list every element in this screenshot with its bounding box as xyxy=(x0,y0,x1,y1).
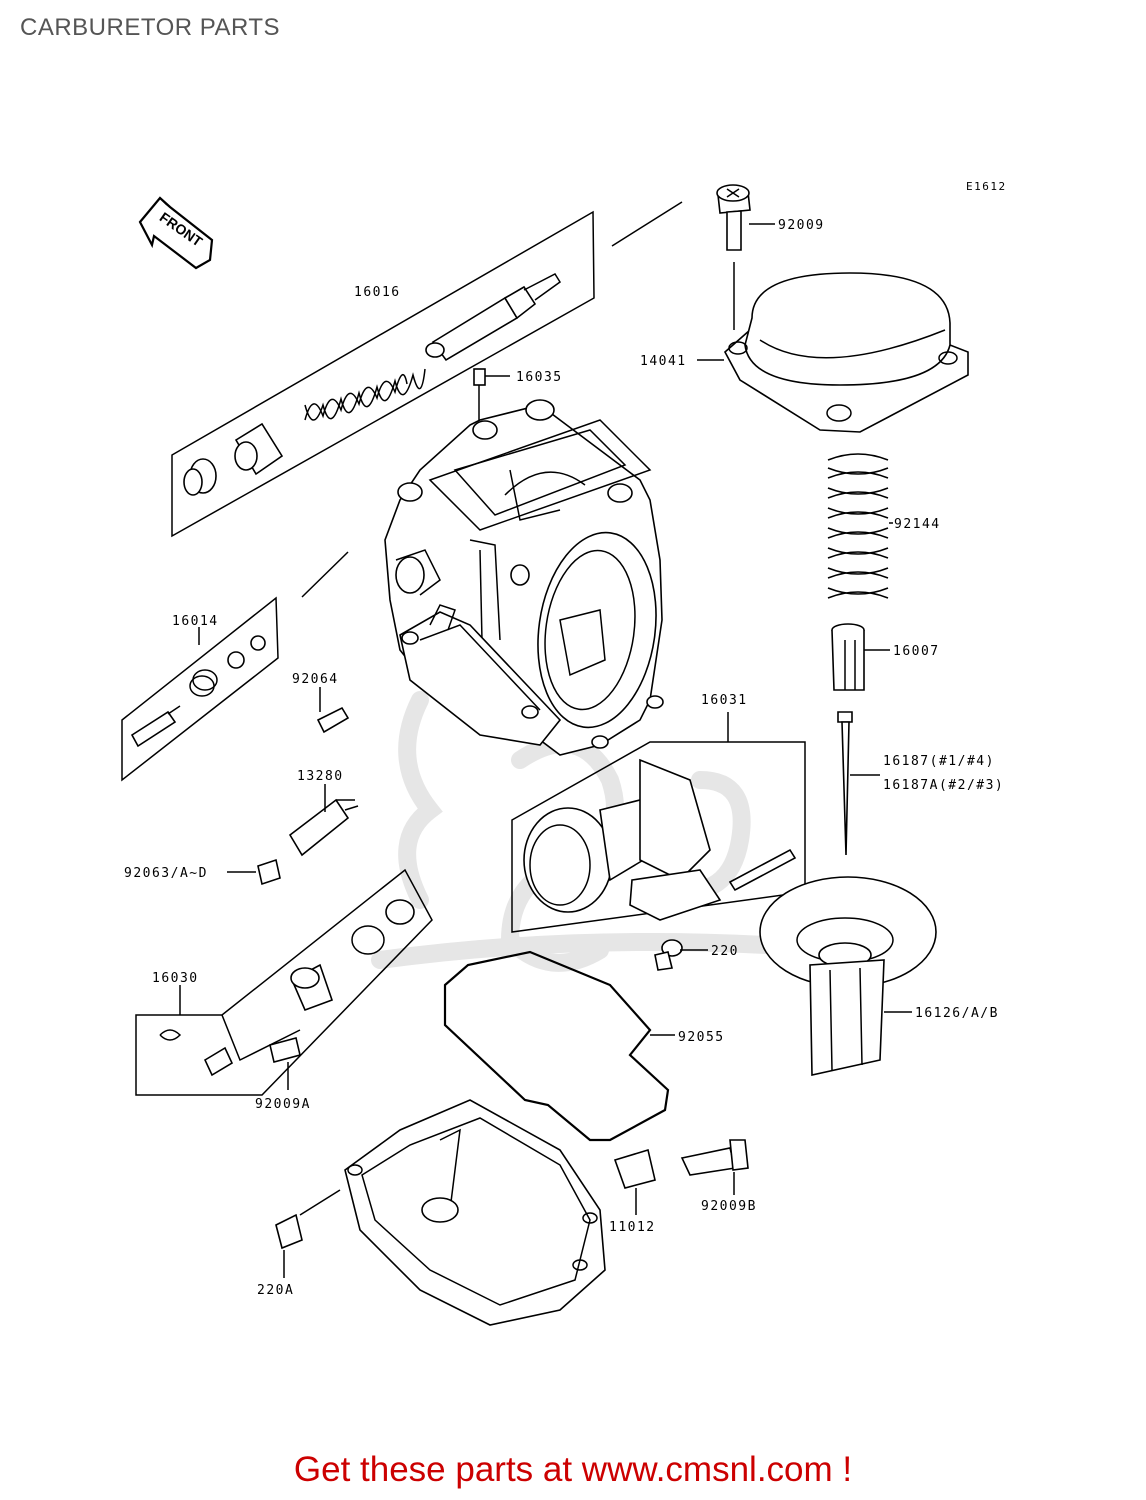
part-16030-assembly xyxy=(135,868,433,1096)
part-16031-assembly xyxy=(511,712,806,933)
part-label-16016: 16016 xyxy=(354,285,401,300)
part-13280 xyxy=(288,784,359,857)
drawing-code: E1612 xyxy=(966,180,1007,193)
part-16126 xyxy=(759,876,937,1076)
part-label-16187: 16187(#1/#4) xyxy=(883,754,995,769)
part-label-220: 220 xyxy=(711,944,739,959)
part-92055 xyxy=(443,950,675,1142)
part-92009a xyxy=(269,1037,301,1090)
part-label-92009b: 92009B xyxy=(701,1199,757,1214)
part-14041 xyxy=(697,272,969,433)
part-label-92009a: 92009A xyxy=(255,1097,311,1112)
part-92063 xyxy=(227,858,281,886)
part-label-16126: 16126/A/B xyxy=(915,1006,999,1021)
part-label-92055: 92055 xyxy=(678,1030,725,1045)
part-label-11012: 11012 xyxy=(609,1220,656,1235)
part-label-92063: 92063/A~D xyxy=(124,866,208,881)
part-label-220a: 220A xyxy=(257,1283,294,1298)
part-label-16014: 16014 xyxy=(172,614,219,629)
promo-link[interactable]: Get these parts at www.cmsnl.com ! xyxy=(293,1450,853,1489)
part-label-92064: 92064 xyxy=(292,672,339,687)
part-220a xyxy=(275,1213,303,1278)
carburetor-body xyxy=(384,399,664,756)
front-arrow-icon: FRONT xyxy=(138,196,214,270)
part-92144 xyxy=(827,453,893,599)
part-label-16031: 16031 xyxy=(701,693,748,708)
part-16035 xyxy=(473,368,510,420)
part-16007 xyxy=(831,623,890,691)
part-16016-assembly xyxy=(171,201,683,598)
part-92064 xyxy=(316,687,350,734)
part-label-16035: 16035 xyxy=(516,370,563,385)
part-16187 xyxy=(837,711,880,856)
part-label-16007: 16007 xyxy=(893,644,940,659)
part-label-92009: 92009 xyxy=(778,218,825,233)
part-16014-assembly xyxy=(121,596,279,782)
part-label-92144: 92144 xyxy=(894,517,941,532)
part-220 xyxy=(654,939,708,971)
part-92009b xyxy=(680,1139,749,1195)
part-label-13280: 13280 xyxy=(297,769,344,784)
part-label-16030: 16030 xyxy=(152,971,199,986)
part-11012 xyxy=(613,1148,656,1215)
page-title: CARBURETOR PARTS xyxy=(20,14,281,41)
part-92009 xyxy=(716,184,775,330)
float-bowl xyxy=(299,1099,606,1326)
part-label-14041: 14041 xyxy=(640,354,687,369)
part-label-16187a: 16187A(#2/#3) xyxy=(883,778,1004,793)
